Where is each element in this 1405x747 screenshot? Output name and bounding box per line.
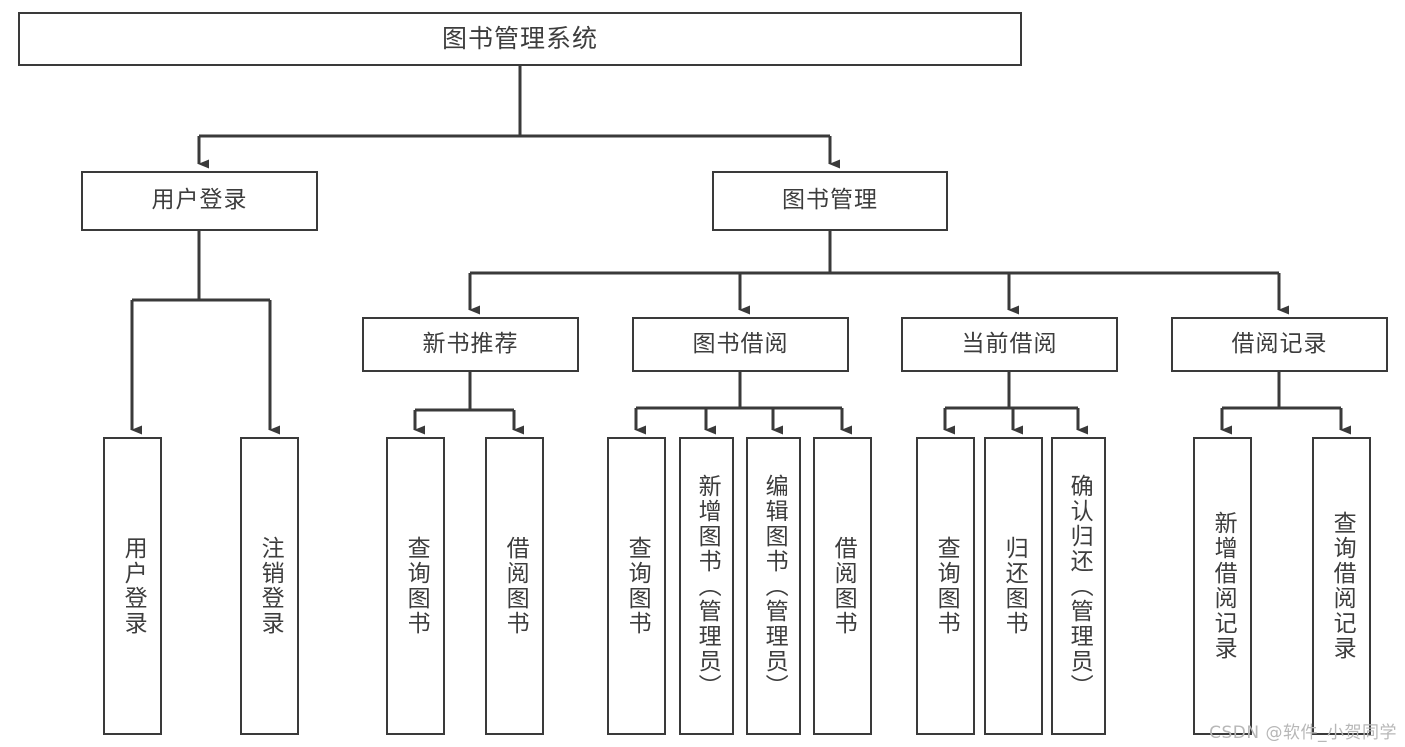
node-leaf-new-query-book[interactable]: 查询图书 [386,437,445,735]
node-leaf-borrow-book[interactable]: 借阅图书 [813,437,872,735]
node-label: 用户登录 [120,536,147,636]
node-label: 查询图书 [933,536,960,636]
node-label: 图书管理 [782,187,878,214]
node-new-book-recommend[interactable]: 新书推荐 [362,317,579,372]
node-borrow-record[interactable]: 借阅记录 [1171,317,1388,372]
node-label: 用户登录 [151,187,248,214]
node-label: 确认归还（管理员） [1066,473,1093,699]
node-label: 查询图书 [403,536,430,636]
node-label: 注销登录 [257,536,284,636]
node-label: 图书借阅 [692,330,789,357]
node-label: 归还图书 [1001,536,1028,636]
node-root-system[interactable]: 图书管理系统 [18,12,1022,66]
node-label: 新增图书（管理员） [694,473,721,699]
node-current-borrow[interactable]: 当前借阅 [901,317,1118,372]
node-user-login-module[interactable]: 用户登录 [81,171,318,231]
node-leaf-query-borrow-record[interactable]: 查询借阅记录 [1312,437,1371,735]
node-leaf-return-book[interactable]: 归还图书 [984,437,1043,735]
node-leaf-add-borrow-record[interactable]: 新增借阅记录 [1193,437,1252,735]
node-leaf-borrow-query-book[interactable]: 查询图书 [607,437,666,735]
node-leaf-new-borrow-book[interactable]: 借阅图书 [485,437,544,735]
node-leaf-confirm-return-admin[interactable]: 确认归还（管理员） [1051,437,1106,735]
node-label: 新增借阅记录 [1210,511,1237,661]
node-label: 图书管理系统 [441,24,598,53]
node-book-borrow[interactable]: 图书借阅 [632,317,849,372]
node-label: 查询图书 [624,536,651,636]
node-label: 借阅记录 [1231,330,1328,357]
node-label: 借阅图书 [502,536,529,636]
node-label: 查询借阅记录 [1329,511,1356,661]
node-leaf-add-book-admin[interactable]: 新增图书（管理员） [679,437,734,735]
node-label: 编辑图书（管理员） [761,473,788,699]
node-leaf-current-query-book[interactable]: 查询图书 [916,437,975,735]
node-leaf-user-login[interactable]: 用户登录 [103,437,162,735]
node-leaf-edit-book-admin[interactable]: 编辑图书（管理员） [746,437,801,735]
node-label: 借阅图书 [830,536,857,636]
node-book-management-module[interactable]: 图书管理 [712,171,948,231]
node-leaf-user-logout[interactable]: 注销登录 [240,437,299,735]
node-label: 新书推荐 [422,330,519,357]
node-label: 当前借阅 [961,330,1058,357]
